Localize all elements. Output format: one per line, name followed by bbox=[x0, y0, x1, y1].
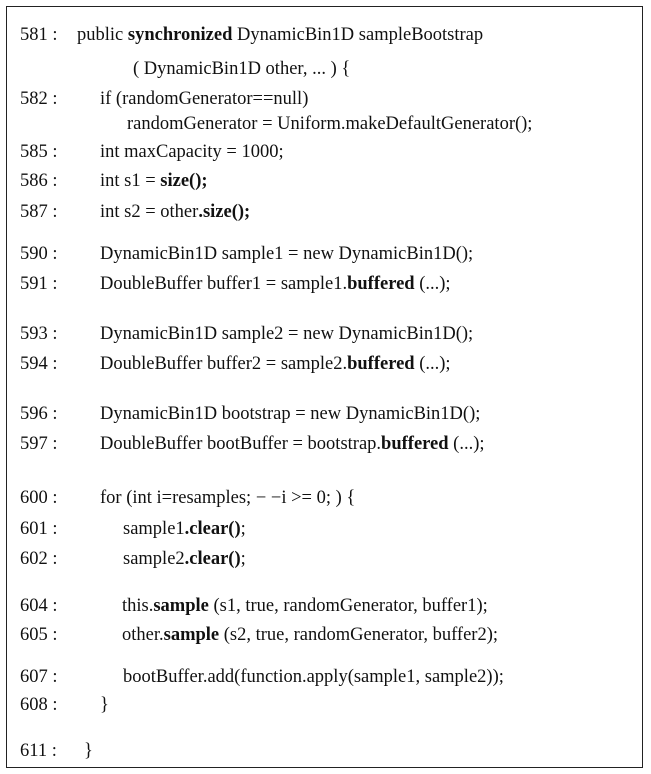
line-number: 608 : bbox=[20, 695, 58, 715]
code-text: int s2 = other.size(); bbox=[100, 201, 250, 223]
code-text: } bbox=[100, 694, 109, 716]
code-fragment: DoubleBuffer bootBuffer = bootstrap. bbox=[100, 434, 382, 454]
line-number: 597 : bbox=[20, 434, 58, 454]
code-keyword: sample bbox=[153, 596, 209, 616]
code-fragment: if (randomGenerator==null) bbox=[100, 89, 309, 109]
line-number: 582 : bbox=[20, 89, 58, 109]
line-number: 601 : bbox=[20, 519, 58, 539]
code-fragment: (...); bbox=[414, 354, 451, 374]
code-fragment: randomGenerator = Uniform.makeDefaultGen… bbox=[127, 114, 533, 134]
code-text: DoubleBuffer buffer2 = sample2.buffered … bbox=[100, 353, 451, 375]
code-text: DoubleBuffer bootBuffer = bootstrap.buff… bbox=[100, 433, 485, 455]
code-text: sample2.clear(); bbox=[123, 548, 246, 570]
code-fragment: sample1 bbox=[123, 519, 185, 539]
line-number: 596 : bbox=[20, 404, 58, 424]
code-fragment: int s1 = bbox=[100, 171, 161, 191]
code-fragment: } bbox=[84, 741, 93, 761]
code-keyword: buffered bbox=[381, 434, 449, 454]
code-fragment: this. bbox=[122, 596, 154, 616]
code-fragment: } bbox=[100, 695, 109, 715]
code-fragment: public bbox=[77, 25, 128, 45]
line-number: 590 : bbox=[20, 244, 58, 264]
code-fragment: DynamicBin1D sampleBootstrap bbox=[232, 25, 484, 45]
line-number: 600 : bbox=[20, 488, 58, 508]
line-number: 605 : bbox=[20, 625, 58, 645]
line-number: 587 : bbox=[20, 202, 58, 222]
code-fragment: DynamicBin1D bootstrap = new DynamicBin1… bbox=[100, 404, 481, 424]
code-text: DynamicBin1D sample2 = new DynamicBin1D(… bbox=[100, 323, 473, 345]
code-text: DynamicBin1D sample1 = new DynamicBin1D(… bbox=[100, 243, 473, 265]
code-keyword: .clear() bbox=[184, 519, 241, 539]
line-number: 591 : bbox=[20, 274, 58, 294]
code-fragment: for (int i=resamples; − −i >= 0; ) { bbox=[100, 488, 356, 508]
code-text: other.sample (s2, true, randomGenerator,… bbox=[122, 624, 498, 646]
code-text: this.sample (s1, true, randomGenerator, … bbox=[122, 595, 488, 617]
code-text: ( DynamicBin1D other, ... ) { bbox=[133, 58, 350, 80]
code-listing-frame bbox=[6, 6, 643, 768]
code-fragment: sample2 bbox=[123, 549, 185, 569]
code-fragment: int s2 = other bbox=[100, 202, 199, 222]
code-keyword: buffered bbox=[347, 354, 415, 374]
code-fragment: DoubleBuffer buffer1 = sample1. bbox=[100, 274, 348, 294]
line-number: 581 : bbox=[20, 25, 58, 45]
code-fragment: (s2, true, randomGenerator, buffer2); bbox=[219, 625, 499, 645]
line-number: 604 : bbox=[20, 596, 58, 616]
code-text: sample1.clear(); bbox=[123, 518, 246, 540]
code-fragment: DynamicBin1D sample2 = new DynamicBin1D(… bbox=[100, 324, 474, 344]
line-number: 585 : bbox=[20, 142, 58, 162]
code-fragment: bootBuffer.add(function.apply(sample1, s… bbox=[123, 667, 504, 687]
code-fragment: ; bbox=[240, 519, 246, 539]
code-keyword: .clear() bbox=[184, 549, 241, 569]
code-fragment: other. bbox=[122, 625, 164, 645]
code-text: for (int i=resamples; − −i >= 0; ) { bbox=[100, 487, 355, 509]
code-keyword: buffered bbox=[347, 274, 415, 294]
line-number: 586 : bbox=[20, 171, 58, 191]
code-keyword: size(); bbox=[160, 171, 208, 191]
line-number: 593 : bbox=[20, 324, 58, 344]
code-text: int s1 = size(); bbox=[100, 170, 208, 192]
code-keyword: synchronized bbox=[127, 25, 233, 45]
code-keyword: sample bbox=[163, 625, 220, 645]
code-text: if (randomGenerator==null) bbox=[100, 88, 308, 110]
code-fragment: (...); bbox=[448, 434, 485, 454]
code-text: DynamicBin1D bootstrap = new DynamicBin1… bbox=[100, 403, 480, 425]
line-number: 602 : bbox=[20, 549, 58, 569]
code-text: public synchronized DynamicBin1D sampleB… bbox=[77, 24, 483, 46]
line-number: 607 : bbox=[20, 667, 58, 687]
code-text: } bbox=[84, 740, 93, 762]
code-fragment: int maxCapacity = 1000; bbox=[100, 142, 284, 162]
line-number: 594 : bbox=[20, 354, 58, 374]
code-fragment: DynamicBin1D sample1 = new DynamicBin1D(… bbox=[100, 244, 474, 264]
code-text: int maxCapacity = 1000; bbox=[100, 141, 284, 163]
code-fragment: ; bbox=[240, 549, 246, 569]
line-number: 611 : bbox=[20, 741, 57, 761]
code-text: bootBuffer.add(function.apply(sample1, s… bbox=[123, 666, 504, 688]
code-text: DoubleBuffer buffer1 = sample1.buffered … bbox=[100, 273, 451, 295]
code-fragment: (s1, true, randomGenerator, buffer1); bbox=[208, 596, 488, 616]
code-fragment: DoubleBuffer buffer2 = sample2. bbox=[100, 354, 348, 374]
code-keyword: .size(); bbox=[198, 202, 251, 222]
code-fragment: (...); bbox=[414, 274, 451, 294]
code-text: randomGenerator = Uniform.makeDefaultGen… bbox=[127, 113, 532, 135]
code-fragment: ( DynamicBin1D other, ... ) { bbox=[133, 59, 351, 79]
